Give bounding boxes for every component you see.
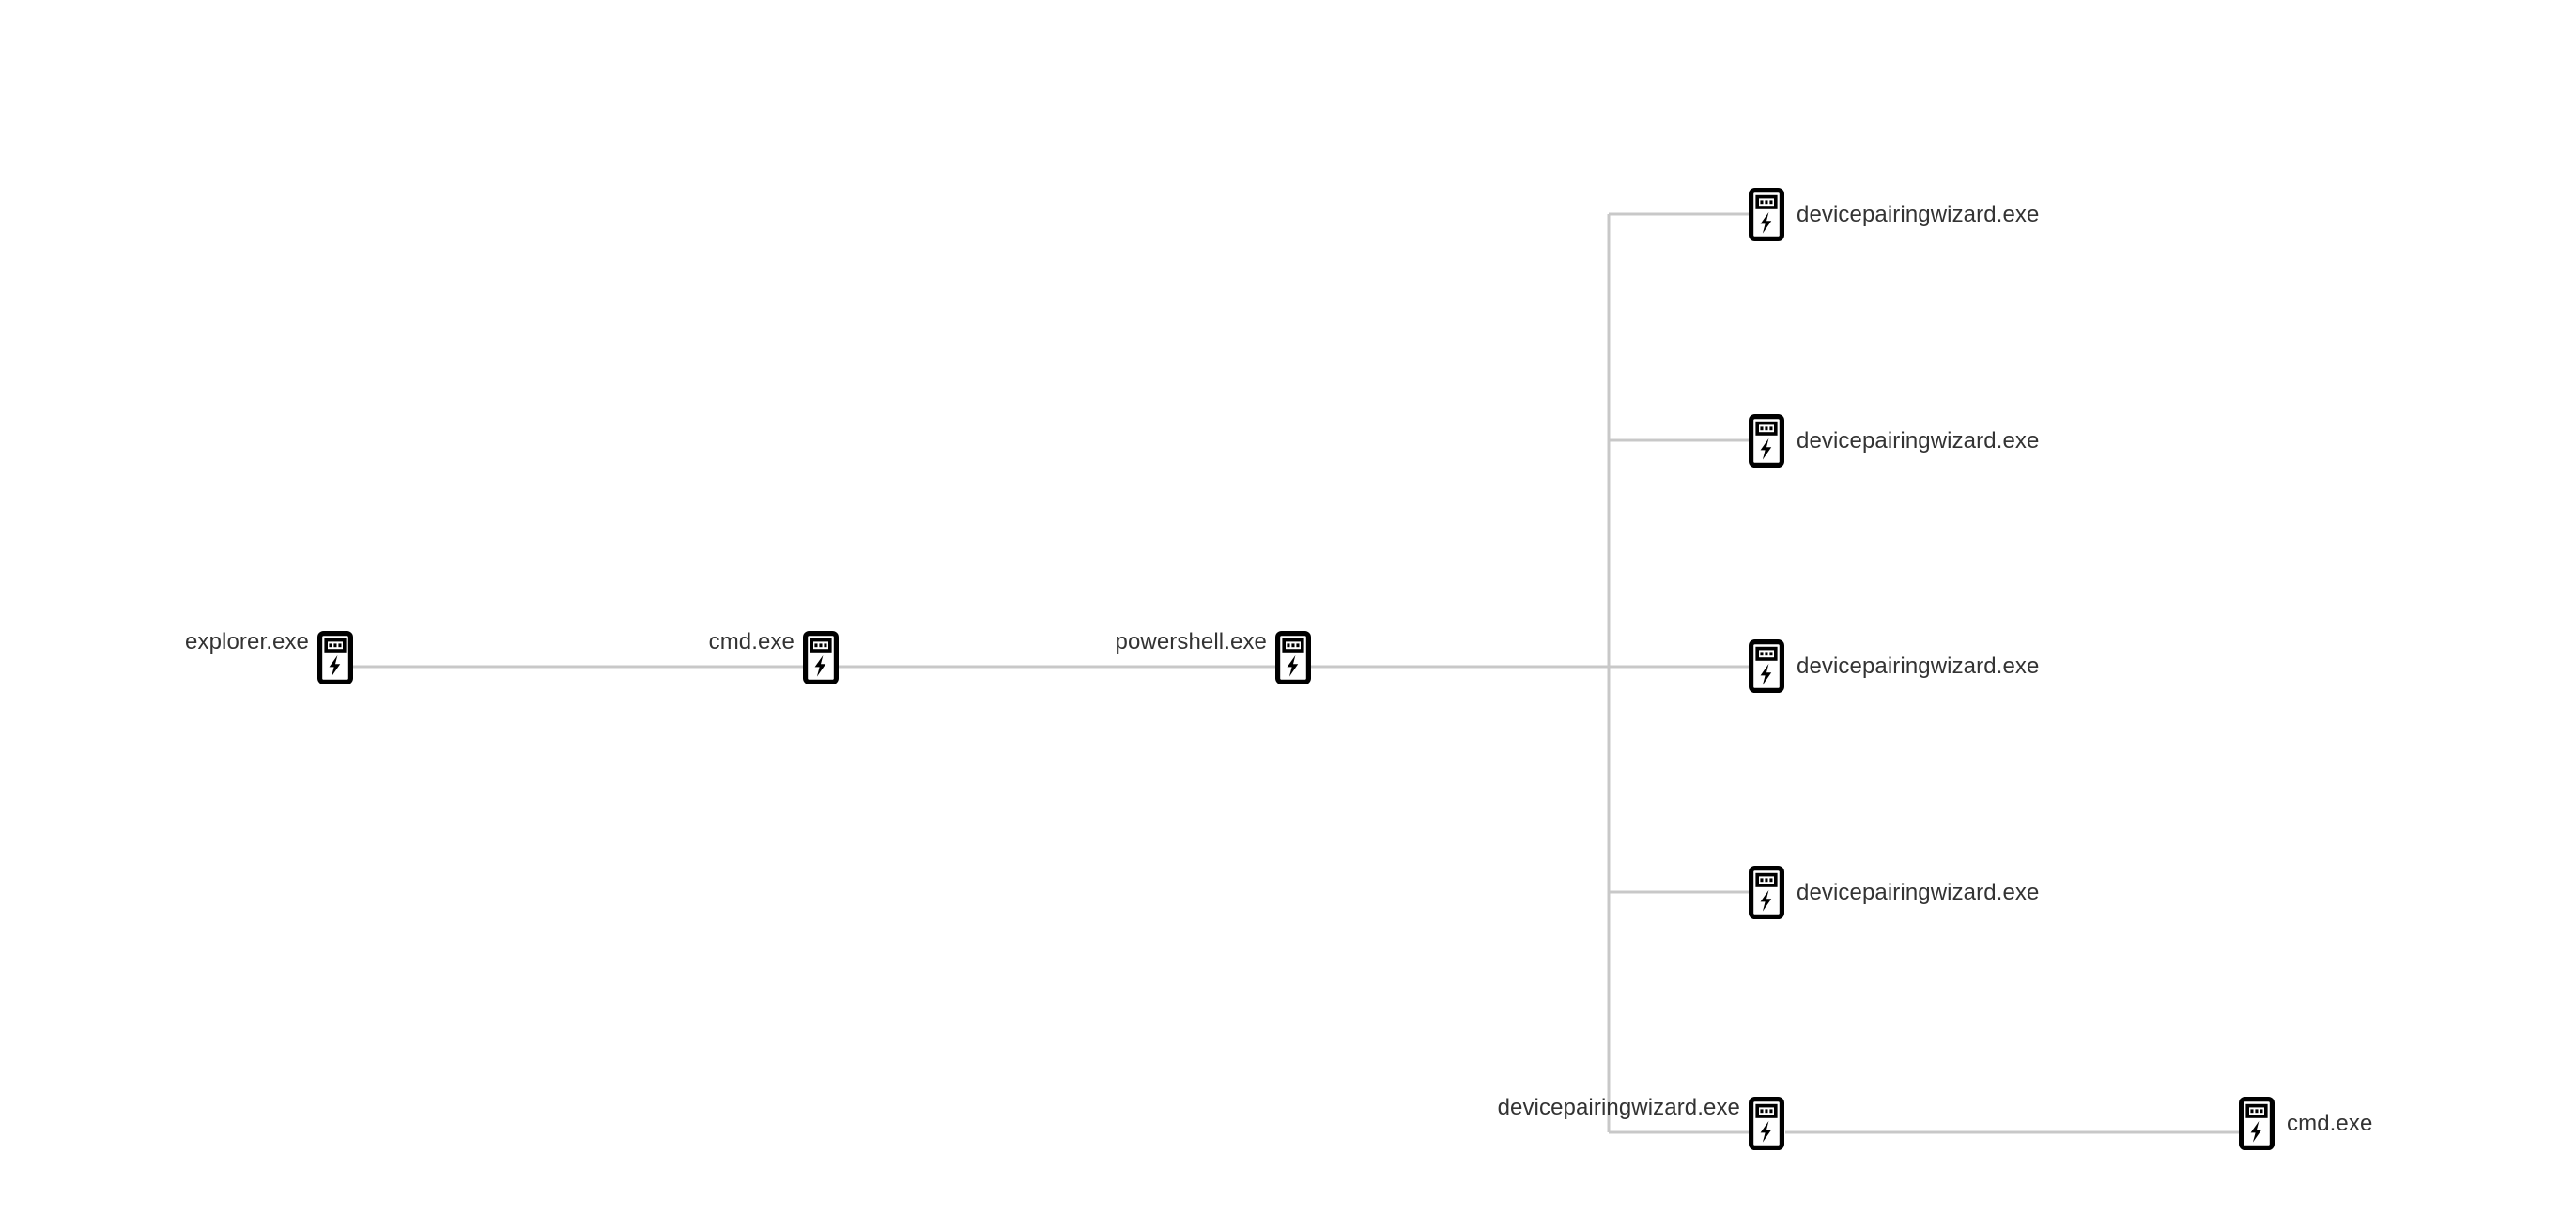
process-executable-icon bbox=[1274, 630, 1311, 684]
process-executable-icon bbox=[1748, 1096, 1784, 1150]
node-label-cmd-2: cmd.exe bbox=[2287, 1110, 2373, 1136]
process-executable-icon bbox=[1748, 413, 1784, 468]
node-cmd-2[interactable]: cmd.exe bbox=[2238, 1096, 2373, 1150]
node-label-cmd-1: cmd.exe bbox=[708, 629, 794, 654]
node-cmd-1[interactable]: cmd.exe bbox=[709, 631, 803, 654]
node-icon-wrap-cmd-1[interactable] bbox=[802, 630, 839, 684]
node-label-dpw-2: devicepairingwizard.exe bbox=[1797, 427, 2040, 454]
node-label-powershell: powershell.exe bbox=[1115, 629, 1267, 654]
process-executable-icon bbox=[1748, 638, 1784, 693]
node-dpw-3[interactable]: devicepairingwizard.exe bbox=[1748, 638, 2040, 693]
node-icon-wrap-powershell[interactable] bbox=[1274, 630, 1311, 684]
node-label-wrap-dpw-5[interactable]: devicepairingwizard.exe bbox=[1498, 1097, 1749, 1119]
node-explorer[interactable]: explorer.exe bbox=[185, 631, 317, 654]
node-dpw-5[interactable] bbox=[1748, 1096, 1784, 1150]
process-executable-icon bbox=[802, 630, 839, 684]
node-icon-wrap-explorer[interactable] bbox=[316, 630, 353, 684]
process-executable-icon bbox=[316, 630, 353, 684]
node-powershell[interactable]: powershell.exe bbox=[1116, 631, 1276, 654]
node-label-dpw-1: devicepairingwizard.exe bbox=[1797, 201, 2040, 227]
node-dpw-2[interactable]: devicepairingwizard.exe bbox=[1748, 413, 2040, 468]
node-label-explorer: explorer.exe bbox=[185, 629, 309, 654]
node-dpw-1[interactable]: devicepairingwizard.exe bbox=[1748, 187, 2040, 241]
process-executable-icon bbox=[2238, 1096, 2275, 1150]
node-dpw-4[interactable]: devicepairingwizard.exe bbox=[1748, 865, 2040, 919]
node-label-dpw-5: devicepairingwizard.exe bbox=[1497, 1095, 1740, 1120]
process-executable-icon bbox=[1748, 865, 1784, 919]
node-label-dpw-4: devicepairingwizard.exe bbox=[1797, 879, 2040, 905]
node-label-dpw-3: devicepairingwizard.exe bbox=[1797, 653, 2040, 679]
process-executable-icon bbox=[1748, 187, 1784, 241]
